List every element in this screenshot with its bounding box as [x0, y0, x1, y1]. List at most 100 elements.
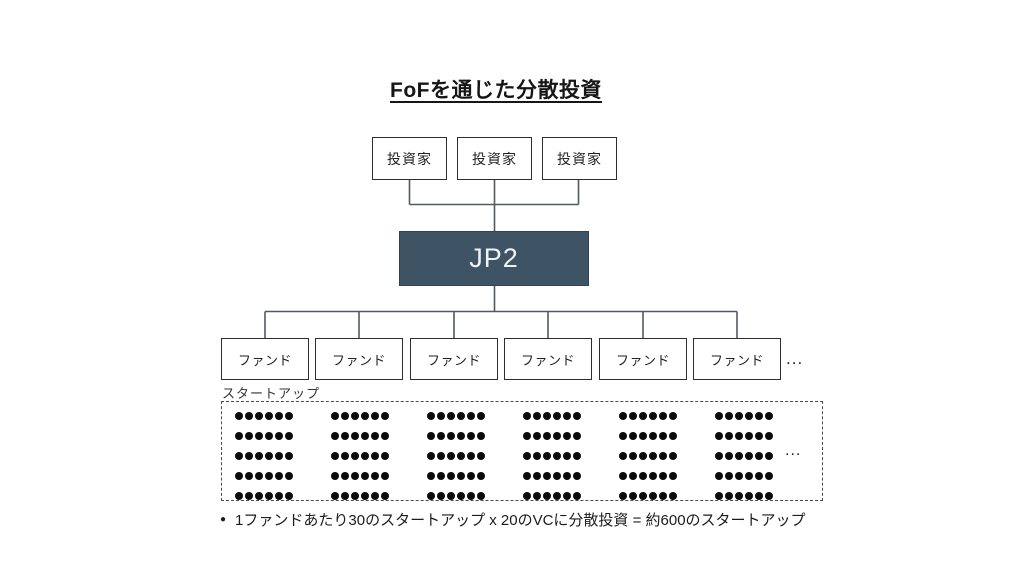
- startup-dot: [361, 472, 369, 480]
- startup-dot: [331, 412, 339, 420]
- startup-dot: [765, 472, 773, 480]
- startup-dot: [457, 452, 465, 460]
- page-title: FoFを通じた分散投資: [390, 79, 602, 102]
- startup-dot-group-4: [523, 412, 581, 500]
- startup-dot: [371, 452, 379, 460]
- startup-dot: [437, 412, 445, 420]
- startup-dot: [745, 452, 753, 460]
- fund-label: ファンド: [426, 352, 481, 368]
- startup-dot: [351, 432, 359, 440]
- startup-dot: [275, 492, 283, 500]
- fund-box-6: ファンド: [693, 338, 781, 380]
- more-startups-ellipsis: ...: [785, 442, 802, 459]
- startup-dot: [649, 472, 657, 480]
- startup-dot: [371, 492, 379, 500]
- startup-dot: [533, 472, 541, 480]
- startup-dot: [533, 492, 541, 500]
- startup-dot: [341, 432, 349, 440]
- investor-box-1: 投資家: [372, 137, 447, 180]
- startup-dot: [265, 432, 273, 440]
- startup-dot: [725, 452, 733, 460]
- startup-dot-group-3: [427, 412, 485, 500]
- fund-label: ファンド: [331, 352, 386, 368]
- startup-dot: [331, 492, 339, 500]
- startup-dot: [543, 412, 551, 420]
- startup-dot: [765, 432, 773, 440]
- startup-dot: [533, 412, 541, 420]
- startup-dot: [381, 432, 389, 440]
- startup-dot: [755, 432, 763, 440]
- fund-label: ファンド: [709, 352, 764, 368]
- startup-dot: [669, 452, 677, 460]
- fof-box: JP2: [399, 231, 589, 286]
- startup-dot: [235, 492, 243, 500]
- startup-dot: [275, 452, 283, 460]
- startup-dot: [457, 432, 465, 440]
- startup-dot: [351, 412, 359, 420]
- startup-dot: [725, 412, 733, 420]
- startup-dot: [285, 492, 293, 500]
- startup-dot: [427, 452, 435, 460]
- startup-dot: [427, 472, 435, 480]
- startup-dot: [275, 412, 283, 420]
- fund-box-4: ファンド: [504, 338, 592, 380]
- startup-dot: [563, 492, 571, 500]
- startup-dot: [265, 492, 273, 500]
- startup-dot: [755, 452, 763, 460]
- startup-dot: [563, 452, 571, 460]
- startup-dot: [381, 472, 389, 480]
- startup-dot: [285, 472, 293, 480]
- startup-dot: [457, 492, 465, 500]
- startup-dot: [553, 472, 561, 480]
- startup-dot: [765, 412, 773, 420]
- startup-dot: [437, 432, 445, 440]
- startup-dot-group-5: [619, 412, 677, 500]
- startup-dot: [725, 472, 733, 480]
- startup-dot: [235, 412, 243, 420]
- startup-dot: [619, 412, 627, 420]
- startup-dot: [371, 412, 379, 420]
- startup-dot: [437, 452, 445, 460]
- startup-dot: [725, 432, 733, 440]
- startup-dot: [275, 432, 283, 440]
- startup-dot: [573, 472, 581, 480]
- startup-dot: [467, 432, 475, 440]
- startup-dot: [669, 472, 677, 480]
- startup-dot: [543, 452, 551, 460]
- startup-dot: [477, 492, 485, 500]
- startup-dot: [639, 492, 647, 500]
- startup-dot: [553, 412, 561, 420]
- startup-dot: [275, 472, 283, 480]
- startup-dot: [255, 472, 263, 480]
- startup-dot: [553, 452, 561, 460]
- startup-dot: [735, 412, 743, 420]
- startup-dot: [361, 452, 369, 460]
- startup-dot: [523, 432, 531, 440]
- startup-dot: [381, 492, 389, 500]
- startup-dot: [639, 412, 647, 420]
- startup-dot: [457, 412, 465, 420]
- startup-dot: [735, 472, 743, 480]
- fund-label: ファンド: [520, 352, 575, 368]
- startup-dot: [669, 492, 677, 500]
- startup-dot: [725, 492, 733, 500]
- startup-dot: [427, 412, 435, 420]
- startup-dot: [427, 432, 435, 440]
- startup-dot: [457, 472, 465, 480]
- startup-dot: [639, 472, 647, 480]
- startup-dot: [523, 472, 531, 480]
- startup-dot: [735, 452, 743, 460]
- startup-dot: [351, 472, 359, 480]
- startup-dot: [235, 432, 243, 440]
- startup-dot: [447, 412, 455, 420]
- startup-dot: [639, 432, 647, 440]
- fund-label: ファンド: [237, 352, 292, 368]
- startup-dot: [755, 412, 763, 420]
- startup-dot: [573, 412, 581, 420]
- startup-dot: [573, 452, 581, 460]
- startup-dot: [265, 472, 273, 480]
- startup-dot: [619, 472, 627, 480]
- startup-dot: [477, 472, 485, 480]
- startup-dot: [265, 412, 273, 420]
- startup-dot: [745, 412, 753, 420]
